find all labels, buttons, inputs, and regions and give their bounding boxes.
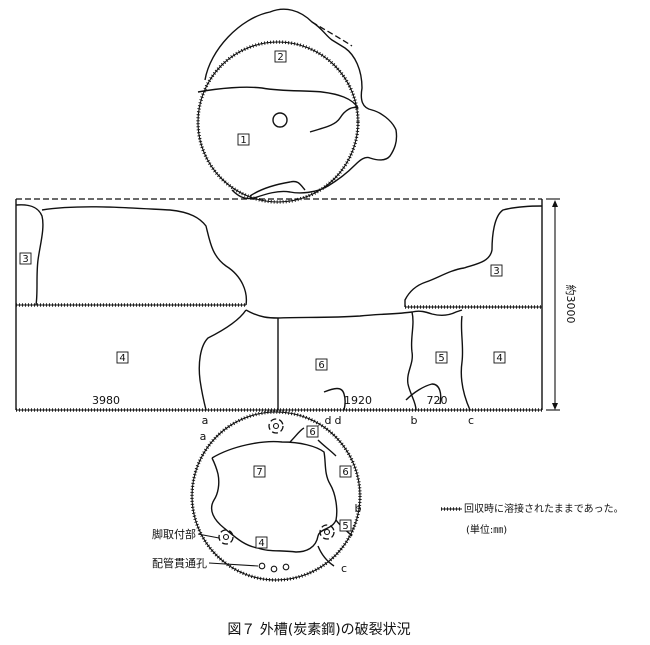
- top-head-crack-3: [249, 180, 306, 197]
- bottom-point-c: c: [341, 562, 347, 575]
- bottom-point-a: a: [200, 430, 207, 443]
- bottom-head-rim: [191, 411, 361, 581]
- bottom-crack-4: [317, 545, 335, 567]
- bottom-piece-6b-label: 6: [342, 467, 348, 478]
- piece-1-label: 1: [240, 135, 246, 146]
- leg-mount-top: [268, 418, 284, 434]
- fragment-3-right-outline: [404, 205, 543, 307]
- top-head-fragment-outline: [204, 8, 398, 200]
- piece-4-left-label: 4: [119, 353, 125, 364]
- leg-mount-right: [319, 524, 335, 540]
- piece-2-box: [274, 50, 287, 63]
- pipe-hole-1: [258, 562, 266, 570]
- piece-5-label: 5: [438, 353, 444, 364]
- height-label: 約3000: [564, 285, 578, 324]
- piece-4-right-box: [493, 351, 506, 364]
- bottom-piece-4-box: [255, 536, 268, 549]
- shell-point-a: a: [202, 414, 209, 427]
- figure-caption: 図７ 外槽(炭素鋼)の破裂状況: [227, 622, 410, 638]
- piece-3-right-label: 3: [493, 266, 499, 277]
- bottom-piece-4-label: 4: [258, 538, 264, 549]
- bottom-crack-1: [289, 427, 305, 443]
- bottom-crack-2: [317, 439, 337, 457]
- bottom-piece-7-label: 7: [256, 467, 262, 478]
- shell-point-b: b: [411, 414, 418, 427]
- piece-3-right-box: [490, 264, 503, 277]
- bottom-point-b: b: [355, 502, 362, 515]
- piece-2-label: 2: [277, 52, 283, 63]
- shell-unrolled: 3 3 4 6 5 4 3980 1920 720 約3000 a b c d: [15, 198, 578, 427]
- leg-mount-leader: [197, 533, 220, 539]
- fragment-5-tear-right: [460, 315, 471, 411]
- top-head-crack-1: [197, 86, 359, 109]
- upper-tear-line: [41, 206, 248, 306]
- height-arrow-top: [552, 200, 558, 207]
- bottom-piece-5-label: 5: [342, 521, 348, 532]
- top-head-dashed-edge: [311, 21, 353, 47]
- piece-7-outline: [210, 440, 338, 553]
- top-head-rim-weld: [196, 40, 360, 204]
- piece-4-left-box: [116, 351, 129, 364]
- lower-tear-line: [245, 309, 463, 319]
- leg-mount-callout: 脚取付部: [152, 527, 196, 541]
- legend-text: 回収時に溶接されたままであった。: [464, 502, 624, 515]
- fragment-6-crack: [323, 387, 346, 411]
- piece-4-right-label: 4: [496, 353, 502, 364]
- leg-mount-right-inner: [323, 528, 331, 536]
- piece-6-label: 6: [318, 360, 324, 371]
- unit-label: (単位:㎜): [466, 523, 507, 536]
- pipe-hole-2: [270, 565, 278, 573]
- pipe-hole-callout: 配管貫通孔: [152, 556, 207, 570]
- dimension-720: 720: [427, 394, 448, 407]
- fragment-5-crack: [405, 383, 442, 405]
- piece-1-box: [237, 133, 250, 146]
- height-arrow-bottom: [552, 403, 558, 410]
- pipe-hole-3: [282, 563, 290, 571]
- dimension-3980: 3980: [92, 394, 120, 407]
- leg-mount-left: [218, 529, 234, 545]
- top-head-rim: [197, 41, 359, 203]
- top-head: 2 1: [196, 8, 398, 204]
- bottom-head: 6 6 7 5 4 a b c d 脚取付部 配管貫通孔: [152, 410, 362, 582]
- top-head-center-hole: [272, 112, 288, 128]
- piece-3-left-box: [19, 252, 32, 265]
- pipe-hole-leader: [208, 562, 259, 567]
- legend: 回収時に溶接されたままであった。 (単位:㎜): [441, 502, 624, 536]
- bottom-piece-7-box: [253, 465, 266, 478]
- fragment-5-tear-left: [406, 311, 417, 411]
- top-head-crack-2: [309, 106, 359, 133]
- bottom-piece-5-box: [339, 519, 352, 532]
- bottom-piece-6a-label: 6: [309, 427, 315, 438]
- dimension-1920: 1920: [344, 394, 372, 407]
- leg-mount-left-inner: [222, 533, 230, 541]
- fragment-4-tear: [198, 309, 247, 411]
- bottom-piece-6b-box: [339, 465, 352, 478]
- bottom-point-d: d: [325, 414, 332, 427]
- piece-3-left-label: 3: [22, 254, 28, 265]
- piece-6-box: [315, 358, 328, 371]
- shell-point-d: d: [335, 414, 342, 427]
- fragment-3-left-outline: [15, 204, 44, 306]
- piece-5-box: [435, 351, 448, 364]
- shell-point-c: c: [468, 414, 474, 427]
- bottom-piece-6a-box: [306, 425, 319, 438]
- leg-mount-top-inner: [272, 422, 280, 430]
